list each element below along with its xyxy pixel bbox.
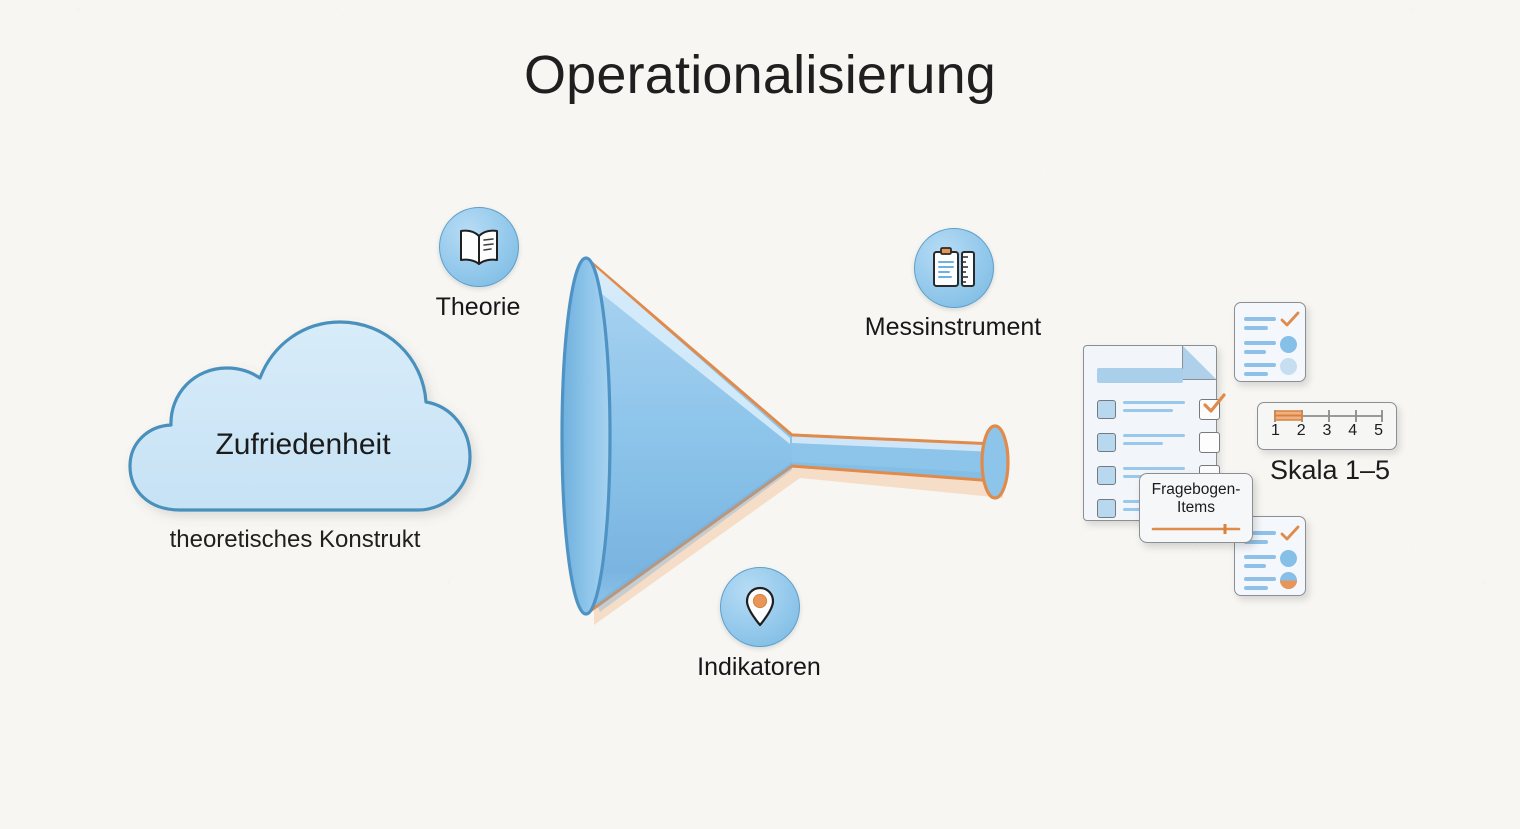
cloud-shape	[128, 320, 472, 512]
checkbox-left[interactable]	[1097, 466, 1116, 485]
book-icon	[460, 229, 498, 265]
row-text-lines	[1123, 401, 1185, 417]
card-text-line	[1244, 555, 1276, 559]
clipboard-ruler-icon	[933, 247, 975, 287]
dot-blue-filled	[1280, 550, 1297, 567]
card-text-line	[1244, 540, 1268, 544]
table-row[interactable]	[1097, 393, 1226, 424]
card-text-line	[1244, 586, 1268, 590]
theoretical-construct-cloud: Zufriedenheit	[118, 310, 488, 560]
card-text-line	[1244, 577, 1276, 581]
badge-label-theorie: Theorie	[435, 293, 521, 321]
items-slider[interactable]	[1151, 524, 1241, 534]
card-text-line	[1244, 326, 1268, 330]
scale-tick-2: 2	[1296, 422, 1306, 439]
badge-label-messinstrument: Messinstrument	[864, 313, 1042, 341]
row-text-lines	[1123, 434, 1185, 450]
operationalization-funnel	[560, 256, 1010, 625]
document-header-bar	[1097, 368, 1183, 383]
construct-label: Zufriedenheit	[215, 428, 391, 461]
dot-blue-filled	[1280, 336, 1297, 353]
scale-caption: Skala 1–5	[1269, 455, 1391, 485]
checkbox-left[interactable]	[1097, 400, 1116, 419]
scale-tick-3: 3	[1322, 422, 1332, 439]
scale-track	[1274, 410, 1383, 422]
card-text-line	[1244, 531, 1276, 535]
checkbox-right[interactable]	[1199, 432, 1220, 453]
badge-label-indikatoren: Indikatoren	[697, 653, 821, 681]
construct-caption: theoretisches Konstrukt	[169, 526, 421, 553]
badge-messinstrument[interactable]	[914, 228, 994, 308]
checkbox-left[interactable]	[1097, 499, 1116, 518]
callout-label-line1: Fragebogen-	[1151, 481, 1241, 498]
scale-tick-labels: 1 2 3 4 5	[1258, 422, 1396, 440]
card-text-line	[1244, 350, 1266, 354]
mini-card-top[interactable]	[1234, 302, 1306, 382]
badge-theorie[interactable]	[439, 207, 519, 287]
scale-tick-4: 4	[1348, 422, 1358, 439]
checkbox-left[interactable]	[1097, 433, 1116, 452]
card-text-line	[1244, 363, 1276, 367]
callout-label-line2: Items	[1177, 499, 1215, 516]
callout-label: Fragebogen- Items	[1140, 481, 1252, 517]
dot-blue-orange-split	[1280, 572, 1297, 589]
page-title: Operationalisierung	[523, 45, 997, 105]
page-fold-corner	[1182, 345, 1217, 380]
scale-widget[interactable]: 1 2 3 4 5	[1257, 402, 1397, 450]
check-icon	[1203, 393, 1226, 413]
check-icon	[1280, 311, 1300, 327]
check-icon	[1280, 525, 1300, 541]
scale-tick-5: 5	[1374, 422, 1383, 439]
map-pin-icon	[745, 586, 775, 627]
fragebogen-items-callout[interactable]: Fragebogen- Items	[1139, 473, 1253, 543]
checkbox-right-checked[interactable]	[1199, 393, 1226, 420]
card-text-line	[1244, 341, 1276, 345]
card-text-line	[1244, 564, 1266, 568]
badge-indikatoren[interactable]	[720, 567, 800, 647]
card-text-line	[1244, 317, 1276, 321]
table-row[interactable]	[1097, 431, 1220, 457]
scale-tick-1: 1	[1271, 422, 1280, 439]
dot-blue-light	[1280, 358, 1297, 375]
card-text-line	[1244, 372, 1268, 376]
